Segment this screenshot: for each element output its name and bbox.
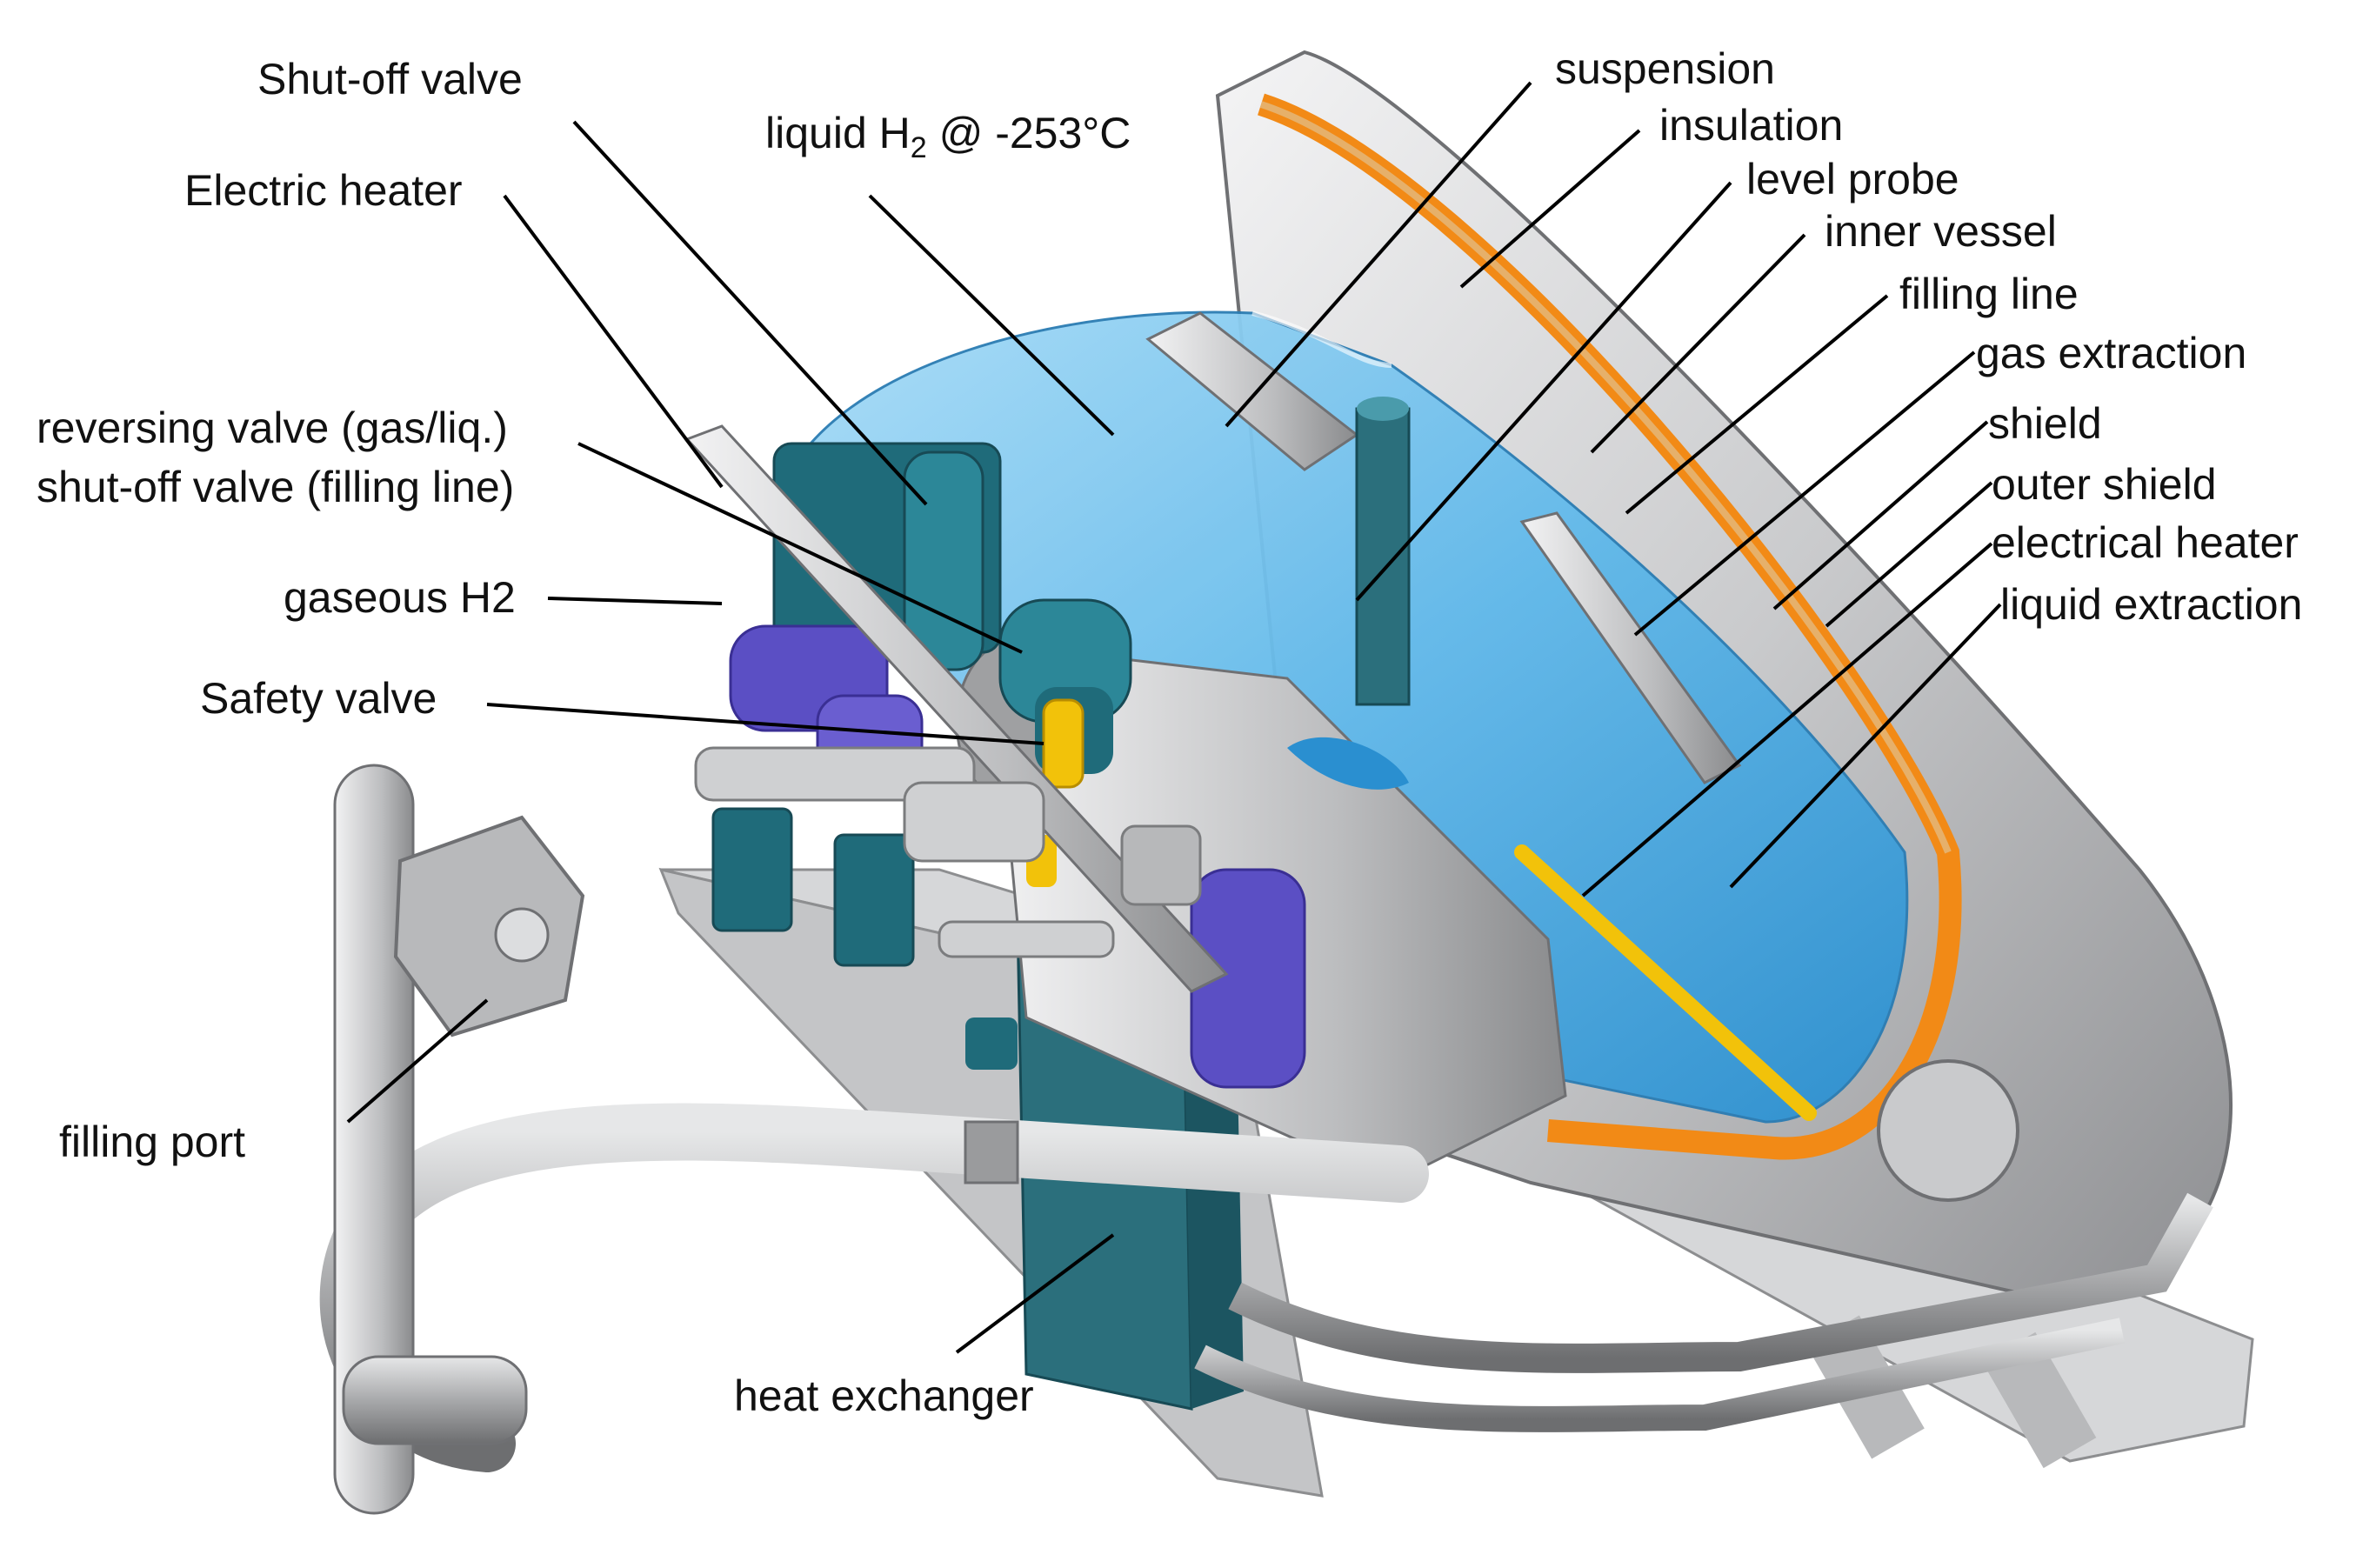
level-probe-tube bbox=[1355, 397, 1411, 706]
label-gaseous-h2: gaseous H2 bbox=[284, 573, 516, 622]
label-shutoff-valve-filling: shut-off valve (filling line) bbox=[37, 463, 515, 511]
label-liquid-h2-prefix: liquid H bbox=[765, 109, 911, 157]
label-filling-port: filling port bbox=[59, 1118, 245, 1166]
label-electric-heater: Electric heater bbox=[184, 166, 463, 215]
label-outer-shield: outer shield bbox=[1992, 460, 2217, 509]
label-reversing-valve: reversing valve (gas/liq.) bbox=[37, 404, 508, 452]
label-shield: shield bbox=[1988, 399, 2102, 448]
label-filling-line: filling line bbox=[1899, 270, 2079, 318]
electrical-heater-rod bbox=[1514, 844, 1817, 1121]
filling-port-box bbox=[393, 815, 585, 1038]
label-liquid-h2-subscript: 2 bbox=[910, 131, 927, 164]
label-liquid-h2: liquid H2 @ -253°C bbox=[765, 111, 1131, 163]
leader-lines bbox=[346, 81, 2002, 1354]
filling-line-rod bbox=[1519, 511, 1742, 784]
label-liquid-extraction: liquid extraction bbox=[2000, 580, 2303, 629]
label-gas-extraction: gas extraction bbox=[1976, 329, 2247, 377]
label-liquid-h2-suffix: @ -253°C bbox=[926, 109, 1131, 157]
label-level-probe: level probe bbox=[1746, 155, 1959, 204]
label-heat-exchanger: heat exchanger bbox=[734, 1371, 1034, 1420]
label-electrical-heater: electrical heater bbox=[1992, 518, 2299, 567]
label-shutoff-valve: Shut-off valve bbox=[257, 55, 523, 103]
label-safety-valve: Safety valve bbox=[200, 674, 437, 723]
filling-pipe bbox=[333, 764, 528, 1515]
safety-valve-part bbox=[1026, 698, 1085, 887]
label-insulation: insulation bbox=[1659, 101, 1844, 150]
label-inner-vessel: inner vessel bbox=[1825, 207, 2057, 256]
label-suspension: suspension bbox=[1555, 44, 1775, 93]
purple-valves bbox=[729, 624, 1306, 1089]
end-cap bbox=[1877, 1059, 2019, 1202]
lower-pipe-rails bbox=[1194, 1192, 2213, 1432]
pipe-manifold bbox=[694, 746, 1202, 1070]
